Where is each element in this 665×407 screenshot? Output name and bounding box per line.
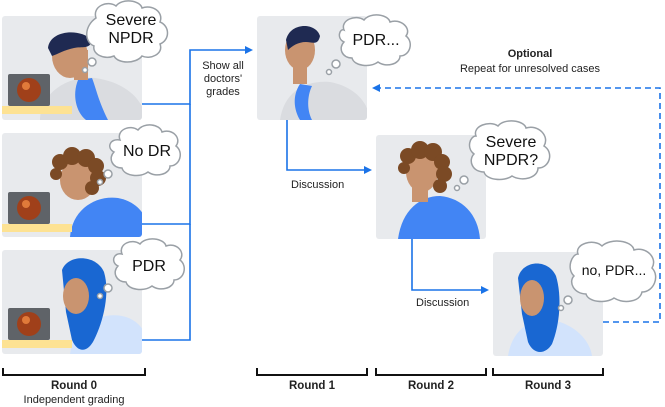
discussion-arrow-2: [411, 239, 489, 294]
round-brackets: [2, 368, 604, 376]
doctor-panel-3: [2, 250, 142, 354]
round-3-label: Round 3: [525, 380, 571, 392]
round-0-label: Round 0: [51, 380, 97, 392]
round-2-label: Round 2: [408, 380, 454, 392]
bubble-text-round3: no, PDR...: [581, 262, 647, 278]
thought-bubble-doc2: [96, 124, 181, 186]
round-1-label: Round 1: [289, 380, 335, 392]
bubble-text-doc2: No DR: [122, 143, 171, 160]
discussion-label-2: Discussion: [416, 297, 470, 309]
thought-bubble-round1: [325, 14, 411, 76]
bubble-text-round2: Severe NPDR?: [483, 134, 539, 169]
discussion-arrow-1: [286, 120, 372, 174]
thought-bubble-round2: [453, 120, 551, 192]
optional-subtitle: Repeat for unresolved cases: [459, 63, 601, 75]
optional-title: Optional: [507, 48, 553, 60]
thought-bubble-round3: [557, 240, 657, 312]
round-0-sublabel: Independent grading: [23, 394, 125, 406]
bubble-text-doc1: Severe NPDR: [105, 12, 157, 47]
optional-repeat-arrow: [372, 84, 661, 323]
thought-bubble-doc3: [96, 238, 185, 300]
show-all-label: Show all doctors' grades: [202, 60, 244, 98]
round1-panel: [257, 16, 367, 120]
round2-panel: [376, 135, 486, 239]
merge-arrows: [142, 46, 253, 341]
doctor-panel-2: [2, 133, 142, 237]
discussion-label-1: Discussion: [291, 179, 345, 191]
bubble-text-doc3: PDR: [132, 258, 166, 275]
thought-bubble-doc1: [81, 0, 169, 74]
bubble-text-round1: PDR...: [352, 32, 400, 49]
